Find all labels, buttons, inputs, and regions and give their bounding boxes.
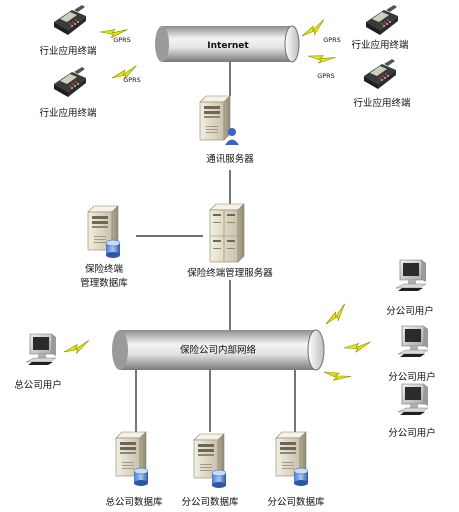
internet-pipe: Internet xyxy=(155,25,300,63)
comm-server-label: 通讯服务器 xyxy=(206,153,254,165)
branch-user-label: 分公司用户 xyxy=(386,305,434,317)
terminal-label: 行业应用终端 xyxy=(39,107,97,119)
hq-database-label: 总公司数据库 xyxy=(105,496,163,508)
gprs-label: GPRS xyxy=(317,72,335,80)
branch-user-label: 分公司用户 xyxy=(388,371,436,383)
lightning-bolt-icon xyxy=(306,47,336,69)
gprs-label: GPRS xyxy=(123,76,141,84)
database-icon xyxy=(133,467,149,487)
branch-user-2: 分公司用户 xyxy=(343,325,436,383)
comm-server: 通讯服务器 xyxy=(199,95,254,165)
branch-user-3: 分公司用户 xyxy=(322,363,436,439)
insurance-network-label: 保险公司内部网络 xyxy=(180,344,257,356)
server-rack-icon xyxy=(209,203,245,263)
terminal-group-mid-left: 行业应用终端 GPRS xyxy=(39,65,141,119)
pos-terminal-icon xyxy=(366,5,398,35)
database-icon xyxy=(211,469,227,489)
database-icon xyxy=(105,239,121,259)
server-icon xyxy=(199,95,231,141)
branch-user-1: 分公司用户 xyxy=(321,259,434,327)
user-badge-icon xyxy=(225,128,239,145)
lightning-bolt-icon xyxy=(343,338,372,355)
hq-user-label: 总公司用户 xyxy=(14,379,62,391)
computer-icon xyxy=(25,333,57,366)
terminal-group-top-left: 行业应用终端 GPRS xyxy=(39,5,131,57)
pos-terminal-icon xyxy=(54,67,86,97)
computer-icon xyxy=(397,325,429,358)
terminal-group-top-right: 行业应用终端 GPRS xyxy=(298,5,409,51)
branch-database-2: 分公司数据库 xyxy=(267,431,325,508)
mgmt-db-label-line2: 管理数据库 xyxy=(80,277,128,289)
gprs-label: GPRS xyxy=(113,36,131,44)
terminal-label: 行业应用终端 xyxy=(353,97,411,109)
terminal-label: 行业应用终端 xyxy=(351,39,409,51)
terminal-mgmt-server: 保险终端管理服务器 xyxy=(187,203,273,279)
mgmt-db-label-line1: 保险终端 xyxy=(85,263,124,275)
lightning-bolt-icon xyxy=(321,303,351,327)
computer-icon xyxy=(397,383,429,416)
branch-user-label: 分公司用户 xyxy=(388,427,436,439)
lightning-bolt-icon xyxy=(322,363,352,388)
hq-database: 总公司数据库 xyxy=(105,431,163,508)
connection-lines xyxy=(135,62,296,432)
terminal-label: 行业应用终端 xyxy=(39,45,97,57)
branch-database-1: 分公司数据库 xyxy=(181,433,239,508)
terminal-group-mid-right: 行业应用终端 GPRS xyxy=(306,47,411,109)
branch-database-label: 分公司数据库 xyxy=(267,496,325,508)
internet-label: Internet xyxy=(207,41,249,51)
pos-terminal-icon xyxy=(364,59,396,89)
computer-icon xyxy=(395,259,427,292)
mgmt-server-label: 保险终端管理服务器 xyxy=(187,267,273,279)
gprs-label: GPRS xyxy=(323,36,341,44)
pos-terminal-icon xyxy=(54,5,86,35)
branch-database-label: 分公司数据库 xyxy=(181,496,239,508)
insurance-network-pipe: 保险公司内部网络 xyxy=(112,329,325,371)
terminal-mgmt-database: 保险终端 管理数据库 xyxy=(80,205,128,289)
lightning-bolt-icon xyxy=(62,340,91,356)
database-icon xyxy=(293,467,309,487)
hq-user: 总公司用户 xyxy=(14,333,91,391)
